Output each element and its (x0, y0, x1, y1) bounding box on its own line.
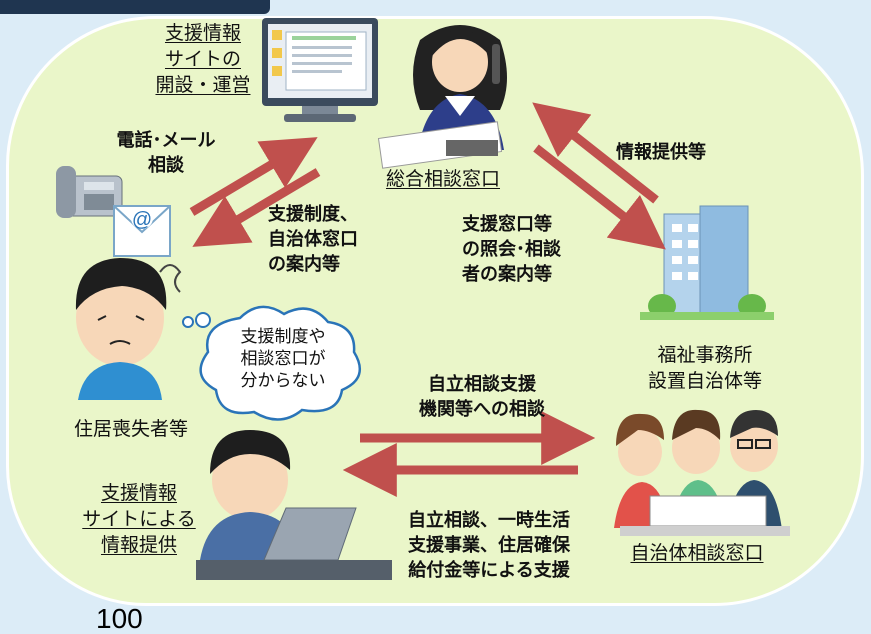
arrow-to-consult-from-welfare (532, 102, 659, 204)
mail-envelope-icon: @ (113, 205, 171, 257)
worried-man-illustration (75, 258, 182, 400)
header-tab (0, 0, 270, 14)
inquiry-label: 支援窓口等 の照会･相談 者の案内等 (462, 214, 561, 285)
svg-text:@: @ (132, 209, 152, 231)
site-provision-label: 支援情報 サイトによる 情報提供 (82, 482, 196, 556)
consultation-counter-illustration (614, 409, 790, 536)
diagram-graphics: @ (56, 18, 790, 580)
consult-window-label: 総合相談窓口 (385, 168, 500, 190)
operator-illustration (377, 25, 507, 169)
support-services-label: 自立相談、一時生活 支援事業、住居確保 給付金等による支援 (408, 510, 570, 581)
thought-bubble-icon (182, 305, 362, 421)
phone-mail-label: 電話･メール 相談 (116, 130, 216, 176)
arrow-to-person (192, 168, 321, 247)
office-building-icon (640, 205, 774, 320)
laptop-user-illustration (196, 430, 392, 580)
guidance-label: 支援制度、 自治体窓口 の案内等 (268, 204, 358, 275)
site-operation-label: 支援情報 サイトの 開設・運営 (155, 22, 251, 96)
arrow-to-welfare (533, 144, 666, 250)
info-provision-label: 情報提供等 (616, 142, 706, 163)
municipal-window-label: 自治体相談窓口 (630, 542, 764, 564)
welfare-office-label: 福祉事務所 設置自治体等 (647, 344, 762, 392)
homeless-label: 住居喪失者等 (73, 418, 188, 440)
independent-consult-label: 自立相談支援 機関等への相談 (419, 374, 545, 420)
page-number: 100 (96, 603, 143, 634)
telephone-icon (56, 166, 123, 218)
bubble-text: 支援制度や 相談窓口が 分からない (240, 327, 326, 391)
computer-monitor-icon (262, 18, 378, 122)
